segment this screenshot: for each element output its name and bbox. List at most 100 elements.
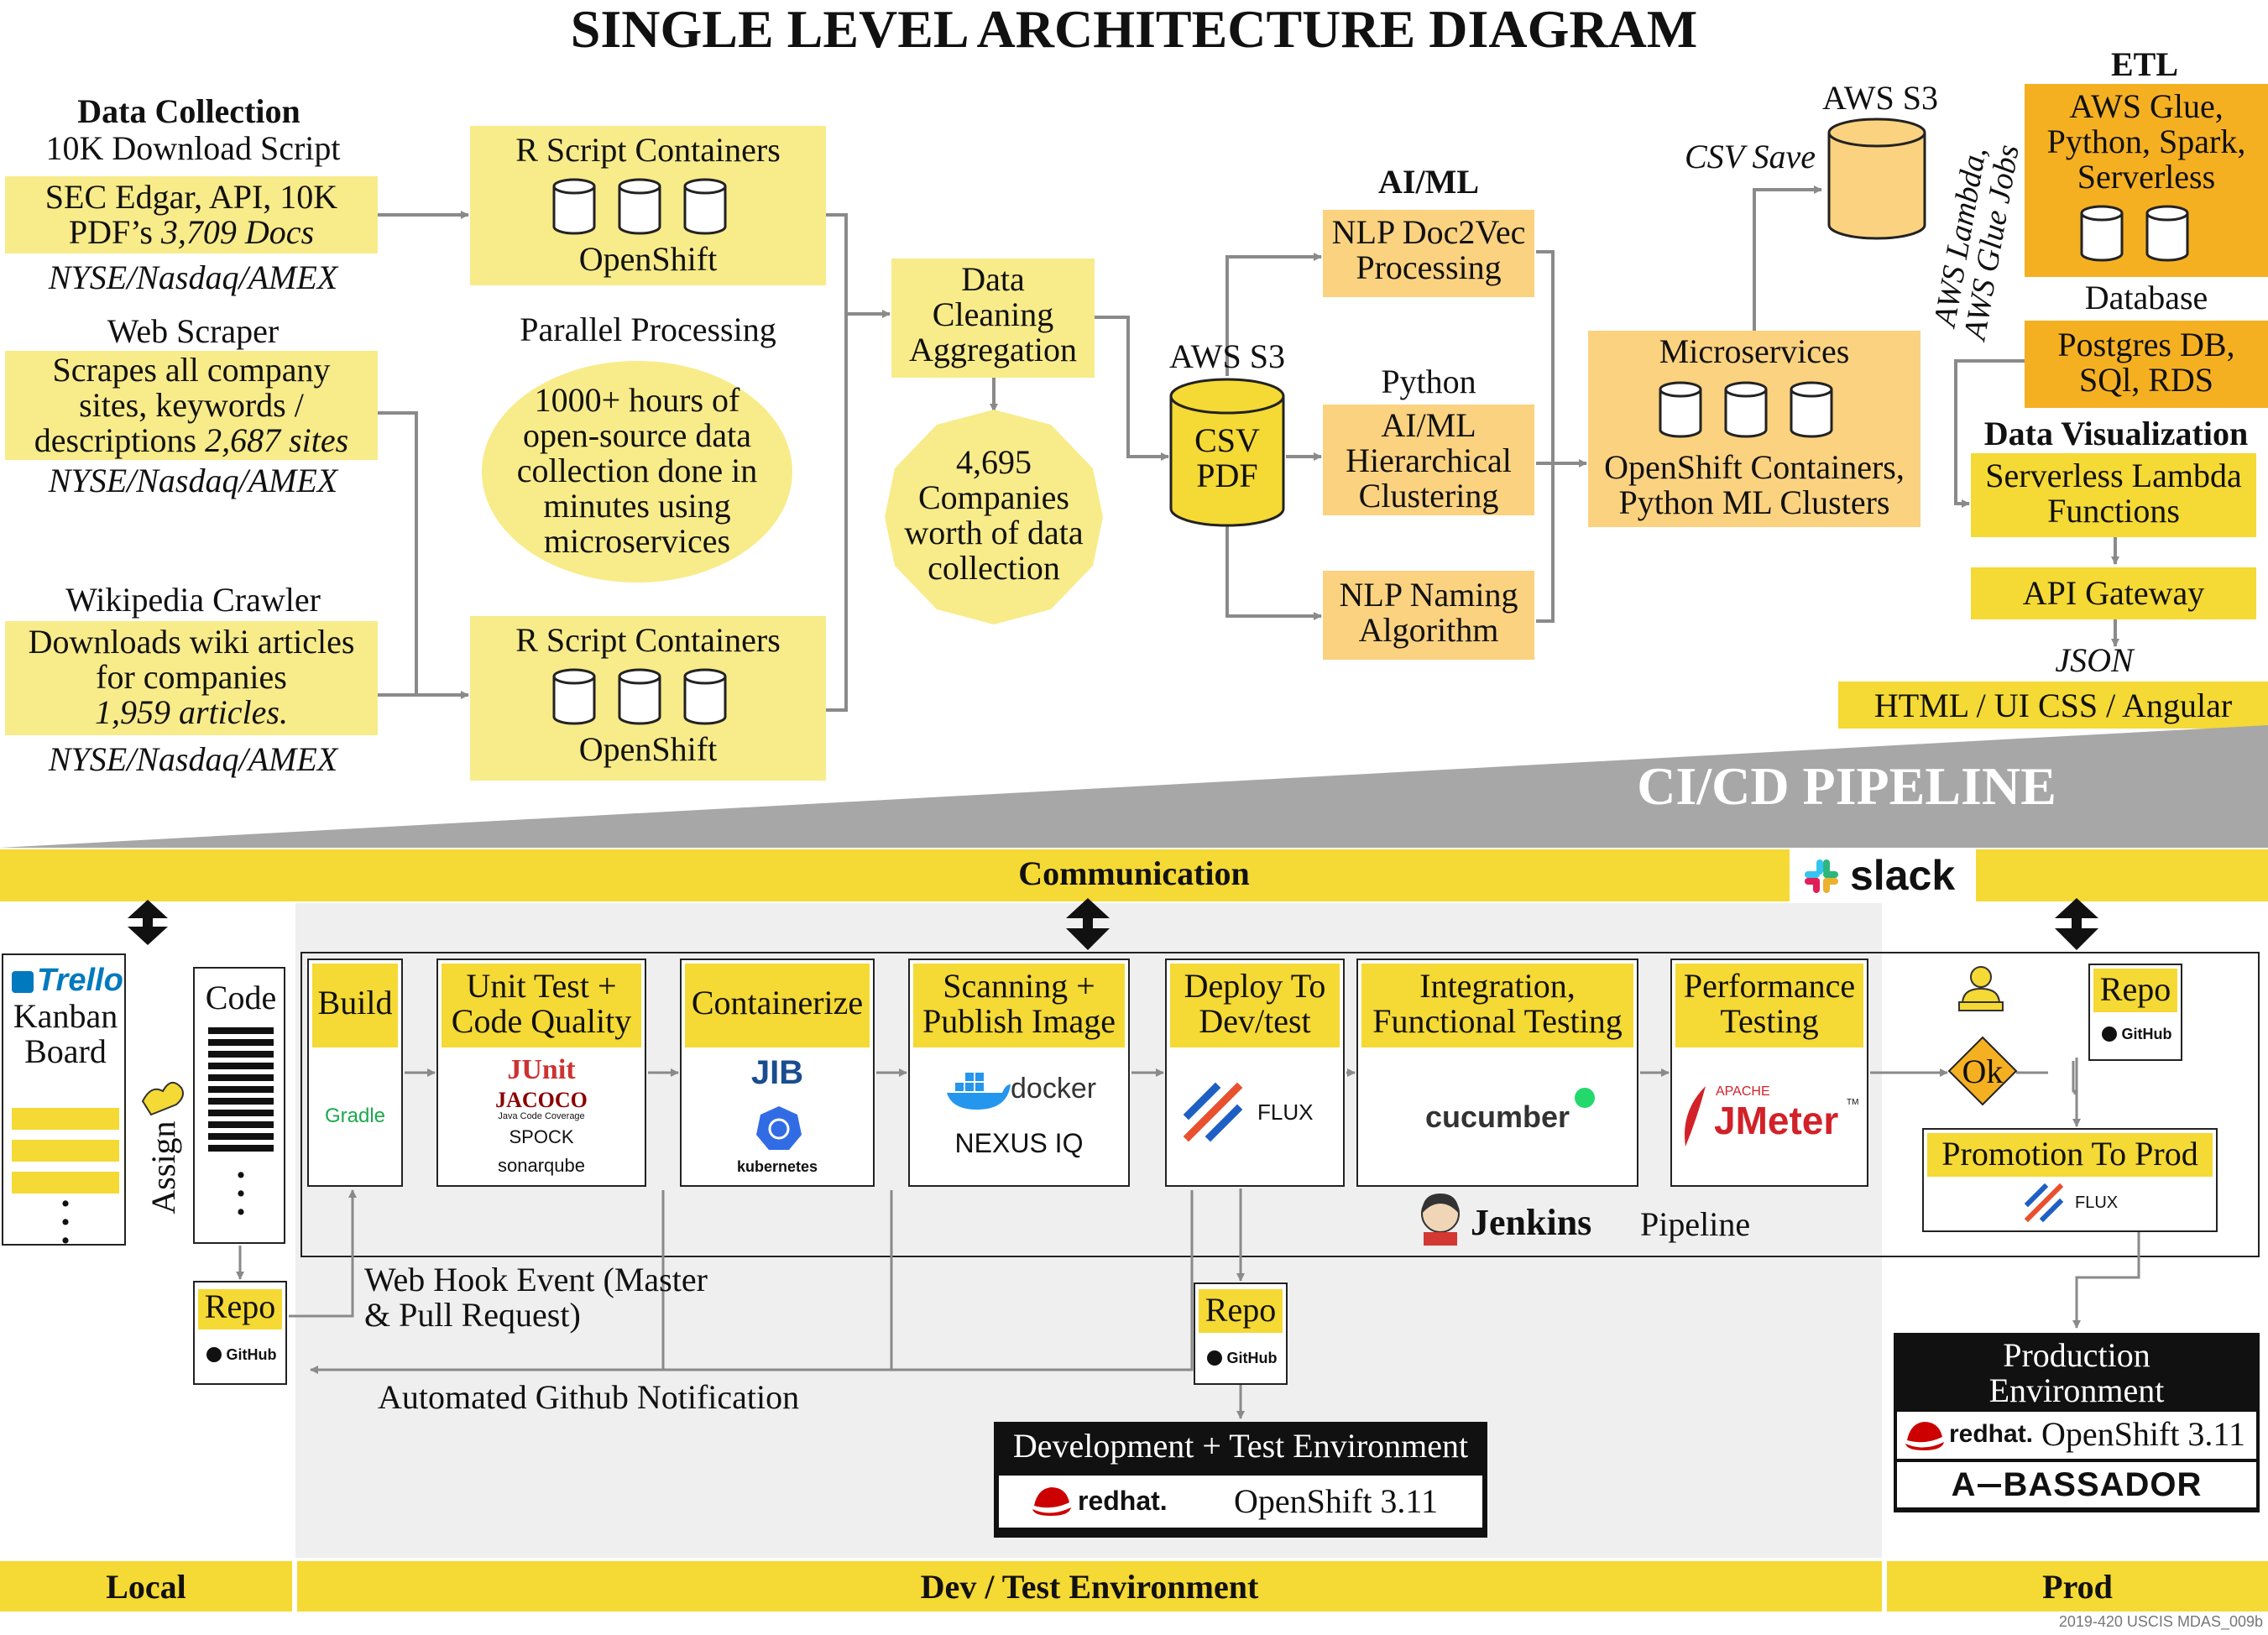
parallel-line-5: microservices — [543, 522, 731, 560]
flux-icon — [2024, 1183, 2064, 1223]
prod-env-title-2: Environment — [1988, 1371, 2165, 1409]
stage-containerize[interactable]: Containerize JIB kubernetes — [680, 959, 875, 1187]
database-heading: Database — [2084, 279, 2208, 316]
jib-logo: JIB — [750, 1054, 804, 1091]
cleaning-box: Data Cleaning Aggregation — [891, 259, 1095, 378]
ok-diamond[interactable] — [1947, 1036, 2018, 1106]
repo-dev[interactable]: Repo GitHub — [1194, 1282, 1288, 1385]
github-icon — [1207, 1350, 1223, 1366]
jmeter-feather-icon — [1685, 1086, 1706, 1147]
database-line-1: Postgres DB, — [2057, 326, 2235, 363]
nexus-iq-label: NEXUS IQ — [954, 1128, 1084, 1158]
parallel-label: Parallel Processing — [520, 311, 776, 348]
dev-env-platform-row: redhat. OpenShift 3.11 — [999, 1476, 1482, 1528]
naming-box: NLP Naming Algorithm — [1323, 571, 1534, 660]
aiml-heading: AI/ML — [1378, 163, 1479, 201]
web-scraper-label: Web Scraper — [107, 312, 280, 350]
microservices-line-1: OpenShift Containers, — [1604, 448, 1905, 486]
crawler-line-1: Downloads wiki articles — [28, 623, 355, 661]
webhook-line-2: & Pull Request) — [364, 1296, 581, 1334]
parallel-line-2: open-source data — [522, 416, 752, 454]
kanban-board[interactable]: Trello Kanban Board ... — [2, 953, 126, 1250]
ok-label: Ok — [1962, 1053, 2004, 1090]
github-logo: GitHub — [195, 1346, 289, 1364]
crawler-box: Downloads wiki articles for companies 1,… — [5, 621, 378, 735]
parallel-line-4: minutes using — [543, 487, 731, 525]
cucumber-logo: cucumber — [1424, 1100, 1570, 1134]
dataviz-heading: Data Visualization — [1983, 415, 2249, 452]
stage-scan-publish[interactable]: Scanning + Publish Image docker NEXUS IQ — [908, 959, 1130, 1187]
kanban-card — [12, 1172, 119, 1194]
r-script-box-bottom: R Script Containers OpenShift — [470, 616, 826, 781]
naming-line-1: NLP Naming — [1339, 576, 1518, 614]
docker-label: docker — [1011, 1073, 1097, 1105]
container-icons — [1659, 381, 1833, 438]
s3-bucket-icon — [1827, 118, 1926, 240]
container-icons — [552, 178, 727, 235]
companies-line-2: Companies — [918, 478, 1069, 516]
microservices-line-2: Python ML Clusters — [1618, 483, 1890, 521]
repo-local[interactable]: Repo GitHub — [193, 1281, 287, 1385]
r-script-platform-bottom: OpenShift — [578, 730, 718, 768]
kubernetes-icon — [756, 1106, 802, 1150]
stage-performance[interactable]: Performance Testing APACHE JMeter TM — [1670, 959, 1868, 1187]
stage-deploy[interactable]: Deploy To Dev/test FLUX — [1165, 959, 1345, 1187]
stage-unit-test[interactable]: Unit Test + Code Quality JUnit JACOCO Ja… — [436, 959, 646, 1187]
cicd-title: CI/CD PIPELINE — [1637, 756, 2056, 816]
scraper-count: 2,687 sites — [205, 421, 349, 459]
assign-hand-icon — [141, 1082, 184, 1116]
companies-line-1: 4,695 — [956, 443, 1032, 481]
crawler-line-2: for companies — [96, 658, 287, 696]
cluster-line-3: Clustering — [1358, 477, 1499, 515]
etl-line-3: Serverless — [2077, 158, 2216, 196]
dev-env-box: Development + Test Environment redhat. O… — [994, 1422, 1487, 1538]
cleaning-line-2: Cleaning — [932, 295, 1054, 333]
approver-person-icon — [1958, 966, 2004, 1011]
dataviz-box: Serverless Lambda Functions — [1971, 453, 2256, 537]
slack-logo: slack — [1790, 848, 1976, 903]
etl-line-1: AWS Glue, — [2069, 87, 2224, 125]
cleaning-line-1: Data — [961, 260, 1025, 298]
parallel-ellipse: 1000+ hours of open-source data collecti… — [482, 361, 792, 582]
exchange-label-3: NYSE/Nasdaq/AMEX — [48, 740, 338, 778]
stage-integration-label: Integration, Functional Testing — [1361, 964, 1633, 1047]
webhook-label: Web Hook Event (Master & Pull Request) — [364, 1262, 750, 1333]
kanban-card — [12, 1140, 119, 1162]
jenkins-label: Jenkins — [1471, 1202, 1592, 1243]
parallel-line-1: 1000+ hours of — [534, 381, 740, 419]
code-box[interactable]: Code ... — [193, 967, 285, 1244]
jacoco-logo: JACOCO — [495, 1088, 588, 1112]
cleaning-line-3: Aggregation — [909, 331, 1077, 368]
prod-env-box: Production Environment redhat. OpenShift… — [1894, 1333, 2260, 1512]
doc2vec-line-1: NLP Doc2Vec — [1331, 213, 1526, 251]
etl-line-2: Python, Spark, — [2046, 123, 2246, 160]
exchange-label-1: NYSE/Nasdaq/AMEX — [48, 259, 338, 296]
github-logo: GitHub — [1195, 1350, 1289, 1367]
page-title: SINGLE LEVEL ARCHITECTURE DIAGRAM — [570, 0, 1698, 59]
stage-build[interactable]: Build Gradle — [307, 959, 403, 1187]
slack-wordmark: slack — [1850, 852, 1956, 899]
docker-whale-icon — [947, 1073, 1011, 1110]
crawler-count: 1,959 articles. — [95, 693, 288, 731]
csv-save-label: CSV Save — [1685, 138, 1816, 175]
promotion-box[interactable]: Promotion To Prod FLUX — [1922, 1128, 2218, 1232]
prod-env-platform: OpenShift 3.11 — [2041, 1415, 2245, 1453]
container-icons — [2080, 205, 2189, 262]
footer-local: Local — [0, 1561, 292, 1611]
stage-integration[interactable]: Integration, Functional Testing cucumber — [1356, 959, 1638, 1187]
api-gateway-box: API Gateway — [1971, 567, 2256, 619]
prod-env-platform-row: redhat. OpenShift 3.11 — [1897, 1412, 2256, 1459]
download-box-line-1: SEC Edgar, API, 10K — [44, 178, 338, 216]
repo-prod[interactable]: Repo GitHub — [2088, 964, 2182, 1061]
footer-prod: Prod — [1887, 1561, 2268, 1611]
redhat-label: redhat. — [1949, 1420, 2034, 1448]
stage-build-label: Build — [312, 964, 398, 1047]
stage-unit-line-1: Unit Test + — [466, 967, 617, 1005]
stage-performance-line-1: Performance — [1683, 967, 1856, 1005]
stage-scan-label: Scanning + Publish Image — [913, 964, 1125, 1047]
redhat-label: redhat. — [1078, 1486, 1168, 1516]
jacoco-subtitle: Java Code Coverage — [498, 1111, 585, 1121]
github-icon — [206, 1347, 222, 1362]
